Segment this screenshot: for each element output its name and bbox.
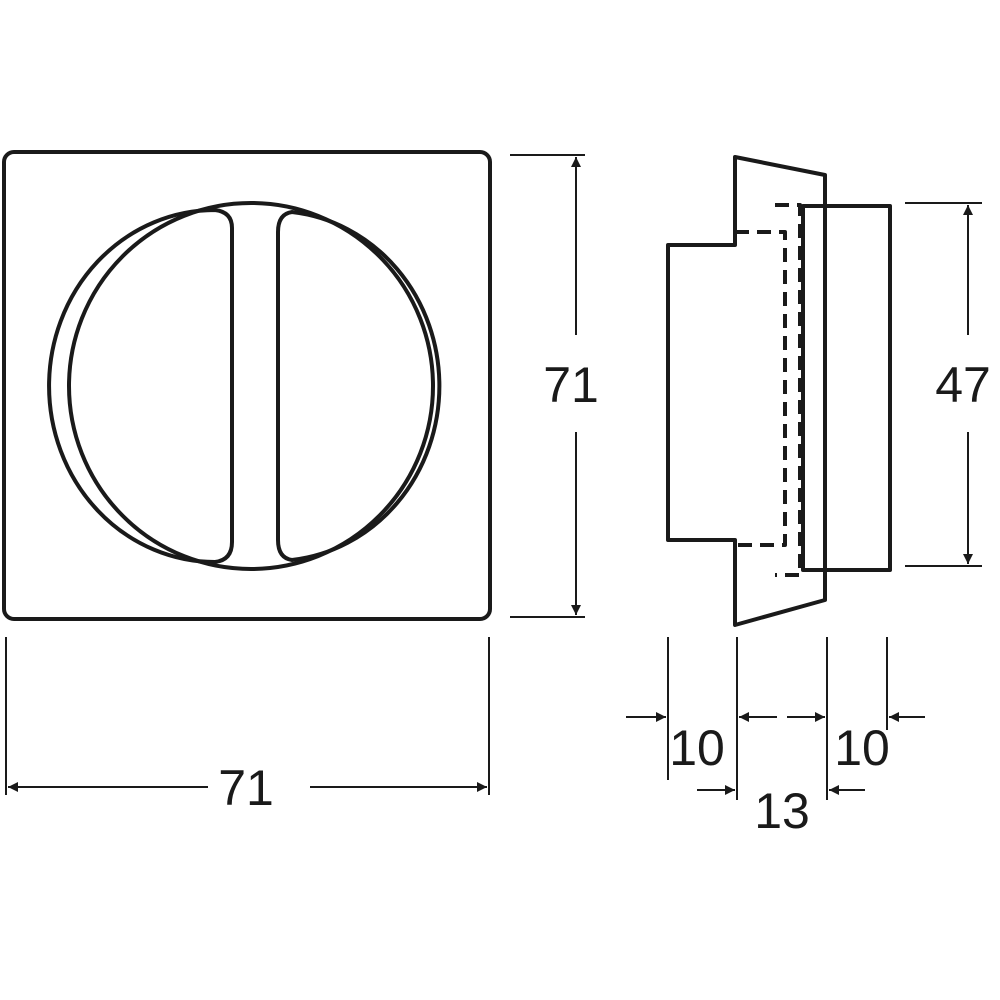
depth-left-label: 10 (669, 720, 725, 776)
depth-right-label: 10 (834, 720, 890, 776)
dimension-lines (8, 157, 973, 795)
knob-right-segment (276, 210, 442, 562)
knob-left-segment (47, 208, 234, 564)
knob-outer-ring (67, 201, 435, 571)
cover-plate-outline (2, 150, 492, 621)
side-body-outline (666, 155, 827, 627)
side-view (666, 155, 892, 627)
side-insert-outline (801, 204, 892, 572)
side-height-label: 47 (935, 357, 991, 413)
front-width-label: 71 (218, 760, 274, 816)
depth-middle-label: 13 (754, 783, 810, 839)
front-height-label: 71 (543, 357, 599, 413)
extension-lines (5, 154, 982, 800)
front-view (2, 150, 492, 621)
side-hidden-lines (735, 203, 802, 577)
